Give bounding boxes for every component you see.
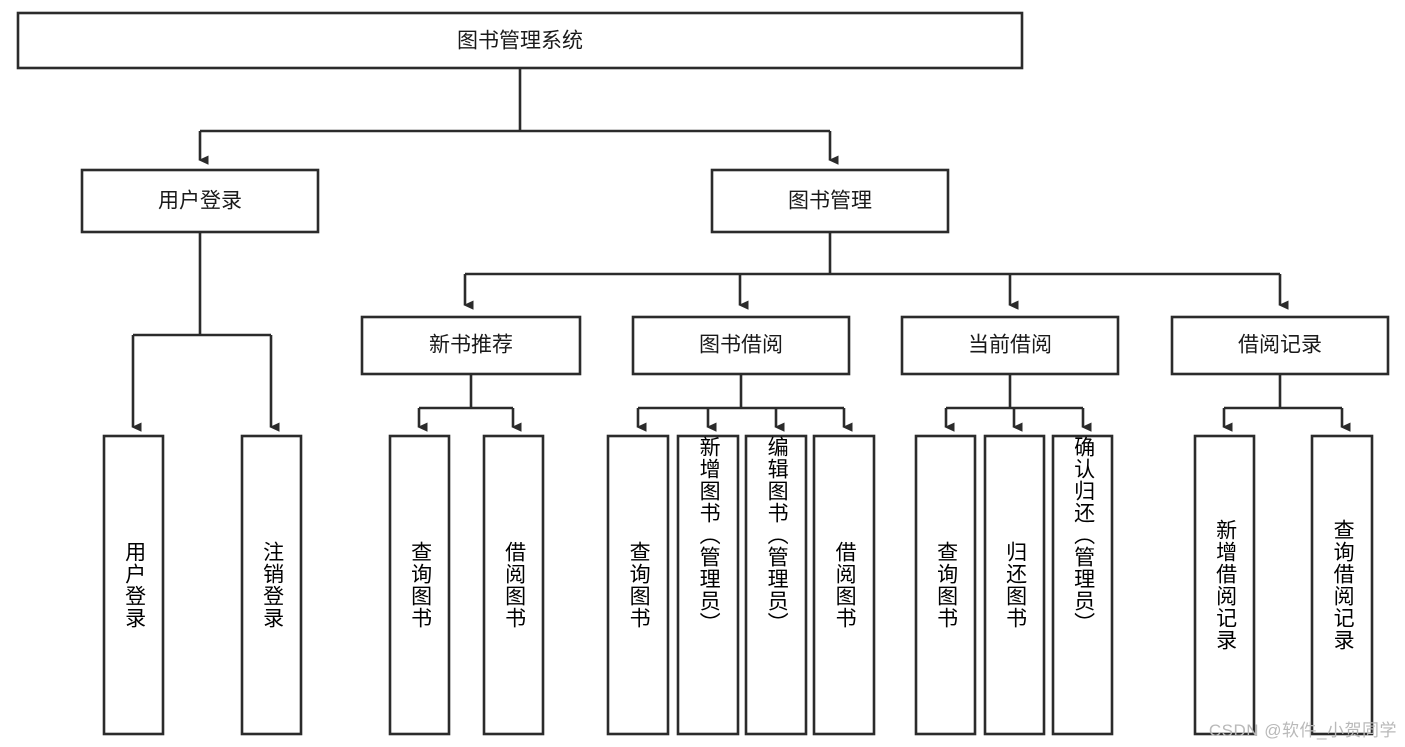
leaf-rect-confirm-return[interactable] bbox=[1051, 434, 1114, 736]
node-root-label: 图书管理系统 bbox=[457, 30, 583, 53]
csdn-watermark: CSDN @软件_小贺同学 bbox=[1208, 721, 1397, 740]
leaf-edit-book[interactable]: 编辑图书（管理员） bbox=[746, 436, 806, 734]
node-root-rect bbox=[16, 11, 1024, 70]
leaf-rect-add-record[interactable] bbox=[1193, 434, 1256, 736]
leaf-user-logout[interactable]: 注销登录 bbox=[242, 436, 301, 734]
leaf-user-login-label: 用户登录 bbox=[122, 541, 146, 629]
node-root[interactable]: 图书管理系统 bbox=[16, 11, 1024, 70]
leaf-add-record-label: 新增借阅记录 bbox=[1213, 519, 1237, 651]
leaf-return-book-label: 归还图书 bbox=[1003, 541, 1027, 629]
leaf-query-book-3-label: 查询图书 bbox=[934, 541, 958, 629]
node-user-login-label: 用户登录 bbox=[158, 190, 242, 213]
leaf-borrow-book-1-label: 借阅图书 bbox=[502, 541, 526, 629]
leaf-query-book-1[interactable]: 查询图书 bbox=[390, 436, 449, 734]
node-book-borrow[interactable]: 图书借阅 bbox=[631, 315, 851, 376]
node-book-borrow-rect bbox=[631, 315, 851, 376]
node-book-manage[interactable]: 图书管理 bbox=[710, 168, 950, 234]
leaf-add-record[interactable]: 新增借阅记录 bbox=[1195, 436, 1254, 734]
leaf-add-book-label: 新增图书（管理员） bbox=[697, 436, 721, 634]
leaf-confirm-return-label: 确认归还（管理员） bbox=[1071, 436, 1095, 634]
leaf-query-book-1-label: 查询图书 bbox=[408, 541, 432, 629]
node-new-book-rec-label: 新书推荐 bbox=[429, 334, 513, 357]
leaf-query-book-2-label: 查询图书 bbox=[627, 541, 651, 629]
leaf-rect-user-login[interactable] bbox=[102, 434, 165, 736]
leaf-rect-user-logout[interactable] bbox=[240, 434, 303, 736]
leaf-return-book[interactable]: 归还图书 bbox=[985, 436, 1044, 734]
leaf-query-record[interactable]: 查询借阅记录 bbox=[1312, 436, 1372, 734]
node-book-borrow-label: 图书借阅 bbox=[699, 334, 783, 357]
node-current-borrow-label: 当前借阅 bbox=[968, 334, 1052, 357]
leaf-query-record-label: 查询借阅记录 bbox=[1331, 519, 1355, 651]
node-borrow-record-label: 借阅记录 bbox=[1238, 334, 1322, 357]
leaf-user-login[interactable]: 用户登录 bbox=[104, 436, 163, 734]
leaf-rect-edit-book[interactable] bbox=[744, 434, 808, 736]
node-current-borrow[interactable]: 当前借阅 bbox=[900, 315, 1120, 376]
leaf-query-book-2[interactable]: 查询图书 bbox=[608, 436, 668, 734]
leaf-borrow-book-2[interactable]: 借阅图书 bbox=[814, 436, 874, 734]
leaf-user-logout-label: 注销登录 bbox=[260, 541, 284, 629]
node-book-manage-label: 图书管理 bbox=[788, 190, 872, 213]
leaf-add-book[interactable]: 新增图书（管理员） bbox=[678, 436, 738, 734]
leaf-rect-borrow-book-2[interactable] bbox=[812, 434, 876, 736]
leaf-rect-add-book[interactable] bbox=[676, 434, 740, 736]
node-user-login-rect bbox=[80, 168, 320, 234]
node-borrow-record-rect bbox=[1170, 315, 1390, 376]
leaf-rect-query-book-3[interactable] bbox=[914, 434, 977, 736]
leaf-rect-query-book-1[interactable] bbox=[388, 434, 451, 736]
node-current-borrow-rect bbox=[900, 315, 1120, 376]
leaf-query-book-3[interactable]: 查询图书 bbox=[916, 436, 975, 734]
leaf-rect-borrow-book-1[interactable] bbox=[482, 434, 545, 736]
leaf-borrow-book-1[interactable]: 借阅图书 bbox=[484, 436, 543, 734]
leaf-borrow-book-2-label: 借阅图书 bbox=[833, 541, 857, 629]
node-new-book-rec[interactable]: 新书推荐 bbox=[360, 315, 582, 376]
leaf-rect-return-book[interactable] bbox=[983, 434, 1046, 736]
node-borrow-record[interactable]: 借阅记录 bbox=[1170, 315, 1390, 376]
leaf-rect-query-record[interactable] bbox=[1310, 434, 1374, 736]
leaf-edit-book-label: 编辑图书（管理员） bbox=[765, 436, 789, 634]
leaf-confirm-return[interactable]: 确认归还（管理员） bbox=[1053, 436, 1112, 734]
node-new-book-rec-rect bbox=[360, 315, 582, 376]
leaf-rect-query-book-2[interactable] bbox=[606, 434, 670, 736]
node-user-login[interactable]: 用户登录 bbox=[80, 168, 320, 234]
